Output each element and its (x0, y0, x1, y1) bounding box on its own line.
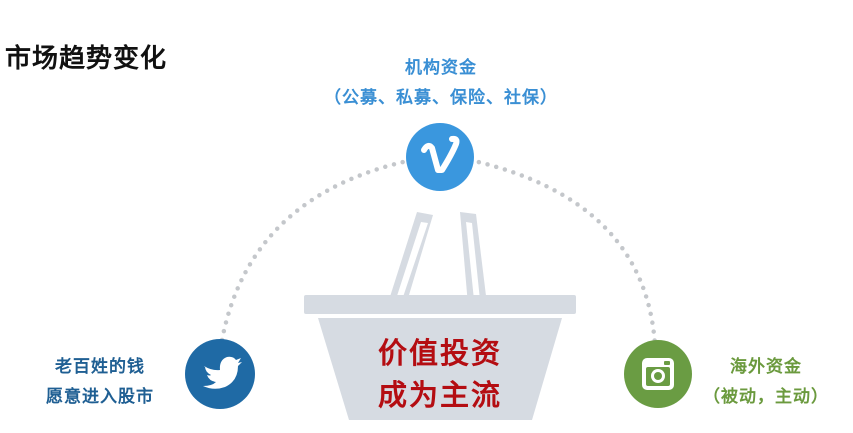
dotted-arc-left (219, 157, 415, 343)
left-node (185, 339, 255, 409)
dotted-arc-right (467, 157, 658, 348)
right-node (624, 340, 692, 408)
left-node-label-line2: 愿意进入股市 (46, 387, 154, 407)
left-node-label: 老百姓的钱 愿意进入股市 (10, 352, 190, 412)
top-node-label-line2: （公募、私募、保险、社保） (324, 88, 558, 108)
page-title: 市场趋势变化 (5, 44, 168, 74)
top-node-label-line1: 机构资金 (405, 58, 477, 78)
basket-handle-right (460, 212, 487, 305)
basket-body (318, 318, 562, 420)
right-node-label-line2: （被动，主动） (703, 387, 829, 407)
left-node-label-line1: 老百姓的钱 (55, 357, 145, 377)
basket-text-line1: 价值投资 (377, 336, 502, 370)
top-node-label: 机构资金 （公募、私募、保险、社保） (276, 53, 606, 113)
vimeo-icon (421, 135, 460, 173)
twitter-bird-icon (203, 356, 242, 389)
right-node-label-line1: 海外资金 (730, 357, 802, 377)
basket-handle-left (388, 212, 433, 305)
top-node (406, 123, 474, 191)
basket-rim (304, 295, 576, 314)
instagram-camera-icon (642, 358, 674, 390)
right-node-label: 海外资金 （被动，主动） (676, 352, 853, 412)
basket-text-line2: 成为主流 (377, 378, 502, 412)
